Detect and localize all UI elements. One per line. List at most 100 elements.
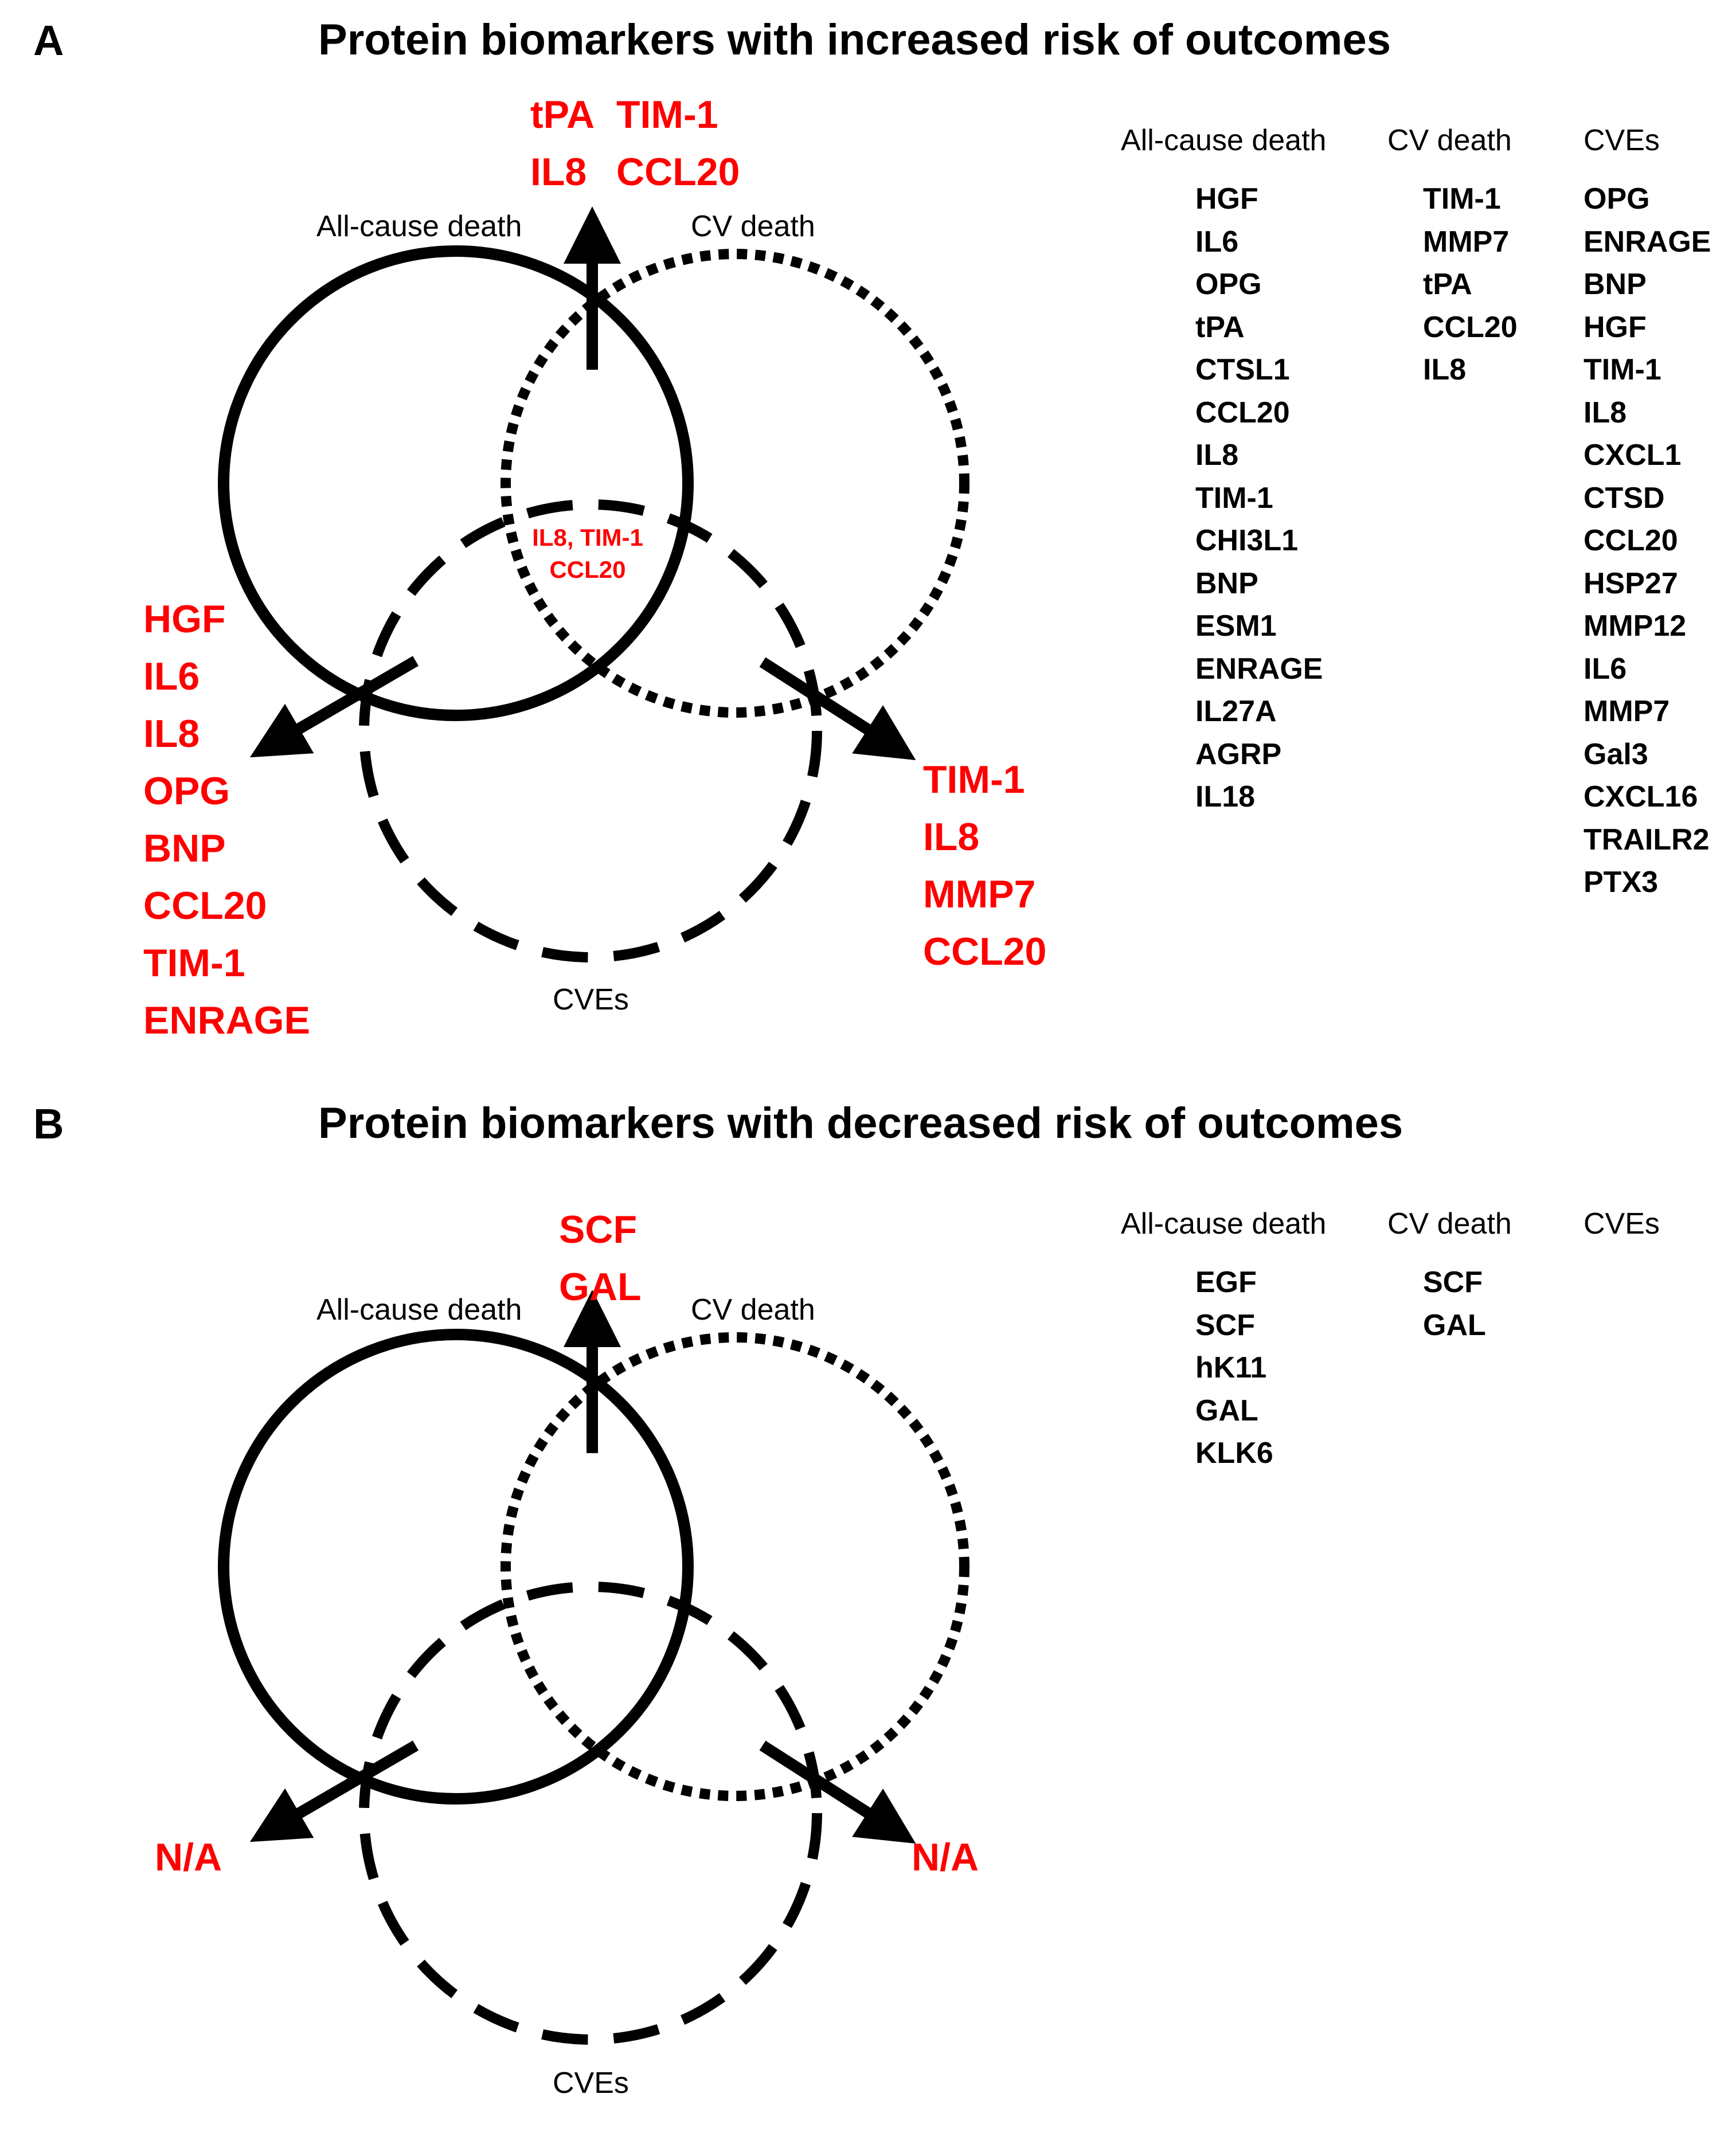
overlap-marker: IL8 (530, 150, 587, 194)
list-item: TRAILR2 (1583, 823, 1710, 856)
list-item: KLK6 (1195, 1437, 1273, 1470)
panel-a-venn (218, 206, 969, 962)
list-item: ENRAGE (1583, 225, 1711, 259)
panel-b-circle-cv-death (501, 1332, 969, 1801)
panel-b-col-header-cv-death: CV death (1387, 1207, 1512, 1240)
list-item: IL6 (1583, 652, 1627, 686)
list-item: GAL (1423, 1308, 1486, 1342)
list-item: CXCL1 (1583, 439, 1682, 472)
list-item: MMP7 (1583, 695, 1670, 728)
list-item: CHI3L1 (1195, 524, 1299, 557)
overlap-marker: IL8 (923, 815, 980, 859)
list-item: ESM1 (1195, 609, 1277, 643)
panel-b-arrow-left (249, 1740, 419, 1842)
list-item: IL6 (1195, 225, 1239, 259)
list-item: IL8 (1195, 439, 1239, 472)
overlap-marker: TIM-1 (143, 941, 245, 985)
list-item: SCF (1195, 1308, 1255, 1342)
list-item: CTSD (1583, 481, 1665, 515)
panel-a-col-header-all-cause-death: All-cause death (1121, 124, 1327, 157)
list-item: Gal3 (1583, 737, 1648, 771)
list-item: ENRAGE (1195, 652, 1323, 686)
list-item: MMP7 (1423, 225, 1510, 259)
panel-b-label-cves: CVEs (553, 2067, 629, 2100)
list-item: PTX3 (1583, 866, 1659, 899)
overlap-marker: CCL20 (143, 884, 267, 927)
list-item: GAL (1195, 1394, 1258, 1427)
panel-a-arrow-left (249, 656, 419, 758)
list-item: tPA (1195, 310, 1245, 344)
list-item: HSP27 (1583, 566, 1678, 600)
overlap-marker: N/A (912, 1835, 979, 1879)
overlap-marker: ENRAGE (143, 999, 310, 1042)
panel-a-circle-cves (359, 499, 822, 962)
panel-b-label-all-cause-death: All-cause death (316, 1293, 522, 1326)
list-item: CTSL1 (1195, 353, 1290, 386)
panel-b-letter: B (33, 1100, 64, 1148)
overlap-marker: HGF (143, 597, 226, 641)
list-item: BNP (1583, 268, 1647, 301)
panel-a-label-all-cause-death: All-cause death (316, 210, 522, 243)
panel-a-title: Protein biomarkers with increased risk o… (318, 15, 1391, 64)
panel-b-col-list-all-cause-death: EGF SCF hK11 GAL KLK6 (1195, 1261, 1273, 1475)
overlap-marker: TIM-1 (616, 93, 718, 136)
list-item: IL8 (1423, 353, 1467, 386)
panel-a-col-header-cv-death: CV death (1387, 124, 1512, 157)
overlap-marker: IL6 (143, 655, 200, 698)
panel-b-circle-cves (359, 1582, 822, 2045)
list-item: HGF (1195, 182, 1258, 216)
panel-a-col-list-cves: OPG ENRAGE BNP HGF TIM-1 IL8 CXCL1 CTSD … (1583, 178, 1711, 904)
panel-b-col-header-all-cause-death: All-cause death (1121, 1207, 1327, 1240)
panel-a-arrow-right (759, 657, 916, 761)
overlap-marker: IL8 (143, 712, 200, 756)
panel-b-circle-all-cause-death (218, 1329, 694, 1805)
overlap-marker: N/A (155, 1835, 222, 1879)
panel-a-letter: A (33, 17, 64, 64)
center-line-1: IL8, TIM-1 (532, 524, 643, 551)
list-item: CXCL16 (1583, 780, 1698, 813)
list-item: CCL20 (1195, 396, 1290, 429)
list-item: TIM-1 (1583, 353, 1661, 386)
panel-a-overlap-cv-death-cves: TIM-1 IL8 MMP7 CCL20 (923, 751, 1046, 980)
overlap-marker: MMP7 (923, 872, 1036, 916)
list-item: TIM-1 (1195, 481, 1273, 515)
panel-b-col-header-cves: CVEs (1583, 1207, 1660, 1240)
panel-a-col-header-cves: CVEs (1583, 124, 1660, 157)
panel-a-overlap-all-cause-cves: HGF IL6 IL8 OPG BNP CCL20 TIM-1 ENRAGE (143, 590, 310, 1049)
panel-a-circle-all-cause-death (218, 245, 694, 721)
panel-b-venn (218, 1290, 969, 2045)
panel-b-label-cv-death: CV death (691, 1293, 815, 1326)
panel-a-col-list-all-cause-death: HGF IL6 OPG tPA CTSL1 CCL20 IL8 TIM-1 CH… (1195, 178, 1323, 819)
panel-b-arrow-right (759, 1740, 916, 1844)
panel-a-col-list-cv-death: TIM-1 MMP7 tPA CCL20 IL8 (1423, 178, 1518, 392)
list-item: IL8 (1583, 396, 1627, 429)
overlap-marker: TIM-1 (923, 758, 1025, 801)
panel-b-overlap-cv-death-cves: N/A (912, 1829, 979, 1886)
center-line-2: CCL20 (549, 556, 626, 583)
list-item: CCL20 (1423, 310, 1518, 344)
list-item: IL18 (1195, 780, 1256, 813)
overlap-marker: GAL (559, 1265, 642, 1309)
list-item: OPG (1583, 182, 1650, 216)
overlap-marker: CCL20 (923, 930, 1047, 973)
overlap-marker: tPA (530, 93, 595, 136)
list-item: CCL20 (1583, 524, 1678, 557)
list-item: TIM-1 (1423, 182, 1501, 216)
list-item: AGRP (1195, 737, 1282, 771)
overlap-marker: BNP (143, 827, 226, 870)
panel-a-label-cves: CVEs (553, 983, 629, 1016)
panel-b-overlap-all-cause-cv-death: SCF GAL (559, 1201, 642, 1316)
list-item: tPA (1423, 268, 1472, 301)
list-item: EGF (1195, 1266, 1257, 1299)
panel-b-title: Protein biomarkers with decreased risk o… (318, 1099, 1403, 1148)
list-item: IL27A (1195, 695, 1277, 728)
panel-a-overlap-center: IL8, TIM-1 CCL20 (519, 522, 656, 586)
list-item: MMP12 (1583, 609, 1687, 643)
panel-a-label-cv-death: CV death (691, 210, 815, 243)
list-item: hK11 (1195, 1351, 1267, 1384)
overlap-marker: SCF (559, 1208, 637, 1251)
panel-a-circle-cv-death (501, 249, 969, 718)
panel-a-overlap-all-cause-cv-death: tPA TIM-1 IL8 CCL20 (530, 86, 740, 201)
list-item: SCF (1423, 1266, 1483, 1299)
